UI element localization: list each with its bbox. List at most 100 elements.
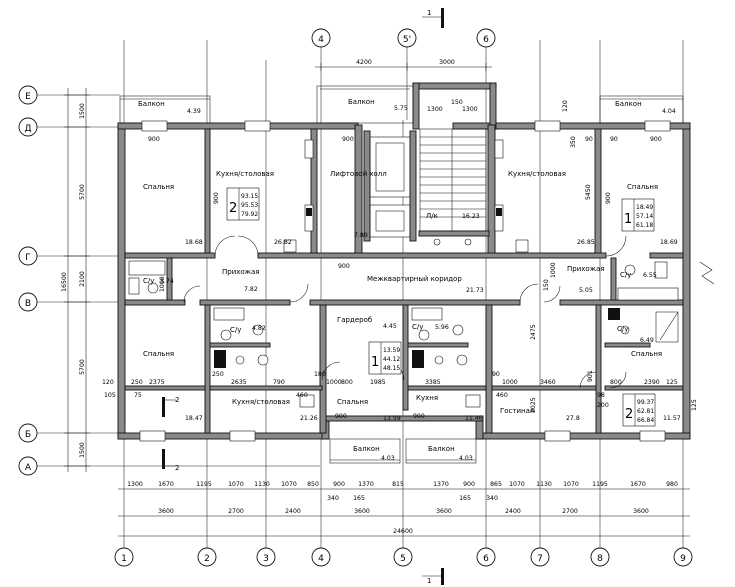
apartment-room-count: 1 (371, 355, 379, 370)
axis-label: 4 (318, 35, 324, 45)
dimension-text: 90 (585, 136, 593, 143)
dimension-text: 2700 (228, 508, 244, 515)
room-name: Лифтовой холл (330, 170, 387, 178)
axis-label: Б (25, 430, 31, 440)
dimension-text: 900 (342, 136, 354, 143)
room-name: Балкон (138, 100, 165, 108)
dimension-row-middle: 120 250 2375 2635 790 1000 800 1985 3385… (102, 371, 678, 409)
dimension-text: 1500 (79, 442, 86, 458)
apartment-area-line: 99.37 (637, 399, 654, 406)
apartment-area-line: 93.15 (241, 193, 258, 200)
room-area: 4.03 (381, 455, 395, 462)
dimension-text: 150 (543, 279, 550, 291)
apartment-room-count: 2 (229, 201, 237, 216)
dimension-text: 180 (314, 371, 326, 378)
room-area: 4.03 (459, 455, 473, 462)
dimension-text: 1670 (158, 481, 174, 488)
dimension-text: 200 (597, 402, 609, 409)
room-area: 5.75 (394, 105, 408, 112)
balcony-top-right (599, 95, 684, 124)
apartment-info-box: 2 99.37 62.81 66.84 (622, 393, 656, 427)
dimension-text: 900 (605, 192, 612, 204)
apartment-area-line: 57.14 (636, 213, 653, 220)
dimension-text: 1130 (254, 481, 270, 488)
room-area: 11.57 (663, 415, 681, 422)
room-area: 26.85 (577, 239, 595, 246)
doors (124, 235, 627, 425)
apartment-area-line: 13.59 (383, 347, 400, 354)
dimension-text: 900 (333, 481, 345, 488)
dimension-text: 1370 (433, 481, 449, 488)
dimension-text: 120 (102, 379, 114, 386)
dimension-text: 850 (307, 481, 319, 488)
room-name: Прихожая (222, 268, 260, 276)
dimension-text: 165 (459, 495, 471, 502)
dimension-text: 2400 (505, 508, 521, 515)
room-area: 4.39 (187, 108, 201, 115)
dimension-text: 900 (338, 263, 350, 270)
room-area: 4.82 (252, 325, 266, 332)
dimension-text: 120 (562, 100, 569, 112)
dimension-text: 1000 (502, 379, 518, 386)
staircase (418, 128, 490, 246)
dimension-text: 3600 (436, 508, 452, 515)
section-cut-label: 2 (175, 396, 179, 404)
dimension-text: 460 (496, 392, 508, 399)
dimension-text: 350 (570, 136, 577, 148)
kitchen-fixtures (283, 139, 529, 408)
room-area: 16.23 (462, 213, 480, 220)
dimension-text: 3600 (354, 508, 370, 515)
apartment-area-line: 61.18 (636, 222, 653, 229)
room-name: Гардероб (337, 316, 372, 324)
dimension-text: 980 (666, 481, 678, 488)
dimension-text: 340 (486, 495, 498, 502)
dimension-text: 165 (353, 495, 365, 502)
section-cut-label: 1 (427, 9, 431, 17)
axis-label: 5 (400, 554, 406, 564)
apartment-area-line: 44.12 (383, 356, 400, 363)
room-name: Кухня/столовая (508, 170, 566, 178)
room-name: Балкон (348, 98, 375, 106)
room-area: 5.05 (579, 287, 593, 294)
section-cut-bottom: 1 (422, 568, 444, 585)
room-area: 18.68 (185, 239, 203, 246)
dimension-text: 1300 (462, 106, 478, 113)
room-area: 6.55 (643, 272, 657, 279)
room-name: Балкон (615, 100, 642, 108)
axis-label: 4 (318, 554, 324, 564)
room-area: 18.47 (185, 415, 203, 422)
dimension-misc: 1300 1300 150 120 90 90 350 5450 900 900… (159, 99, 698, 413)
axis-label: 7 (537, 554, 543, 564)
break-symbol (699, 261, 715, 285)
dimension-text: 250 (131, 379, 143, 386)
dimension-text: 790 (273, 379, 285, 386)
balcony-bottom-right (405, 438, 477, 464)
room-name: С/у (617, 325, 628, 333)
room-area: 6.49 (640, 337, 654, 344)
dimension-text: 1195 (592, 481, 608, 488)
dimension-text: 800 (610, 379, 622, 386)
dimension-text: 1370 (358, 481, 374, 488)
dimension-text: 90 (492, 371, 500, 378)
dimension-text: 125 (666, 379, 678, 386)
room-area: 21.26 (300, 415, 318, 422)
dimension-text: 2025 (530, 397, 537, 413)
dimension-lines-left: 1500 5700 2100 5700 1500 16500 (61, 88, 90, 472)
axis-label: 9 (680, 554, 686, 564)
room-name: Спальня (143, 350, 174, 358)
dimension-text: 250 (212, 371, 224, 378)
dimension-text: 3460 (540, 379, 556, 386)
axis-label: 8 (597, 554, 603, 564)
dimension-text: 150 (451, 99, 463, 106)
room-area: 21.73 (466, 287, 484, 294)
dimension-total-text: 24600 (393, 528, 413, 535)
section-cut-label: 2 (175, 464, 179, 472)
room-area: 18.69 (660, 239, 678, 246)
apartment-area-line: 48.15 (383, 365, 400, 372)
apartment-area-line: 95.53 (241, 202, 258, 209)
dimension-lines-bottom: 1300 1670 1195 1070 1130 1070 850 900 13… (118, 481, 690, 537)
dimension-text: 105 (104, 392, 116, 399)
dimension-text: 4200 (356, 59, 372, 66)
room-name: Прихожая (567, 265, 605, 273)
section-cut-top: 1 (422, 8, 444, 28)
